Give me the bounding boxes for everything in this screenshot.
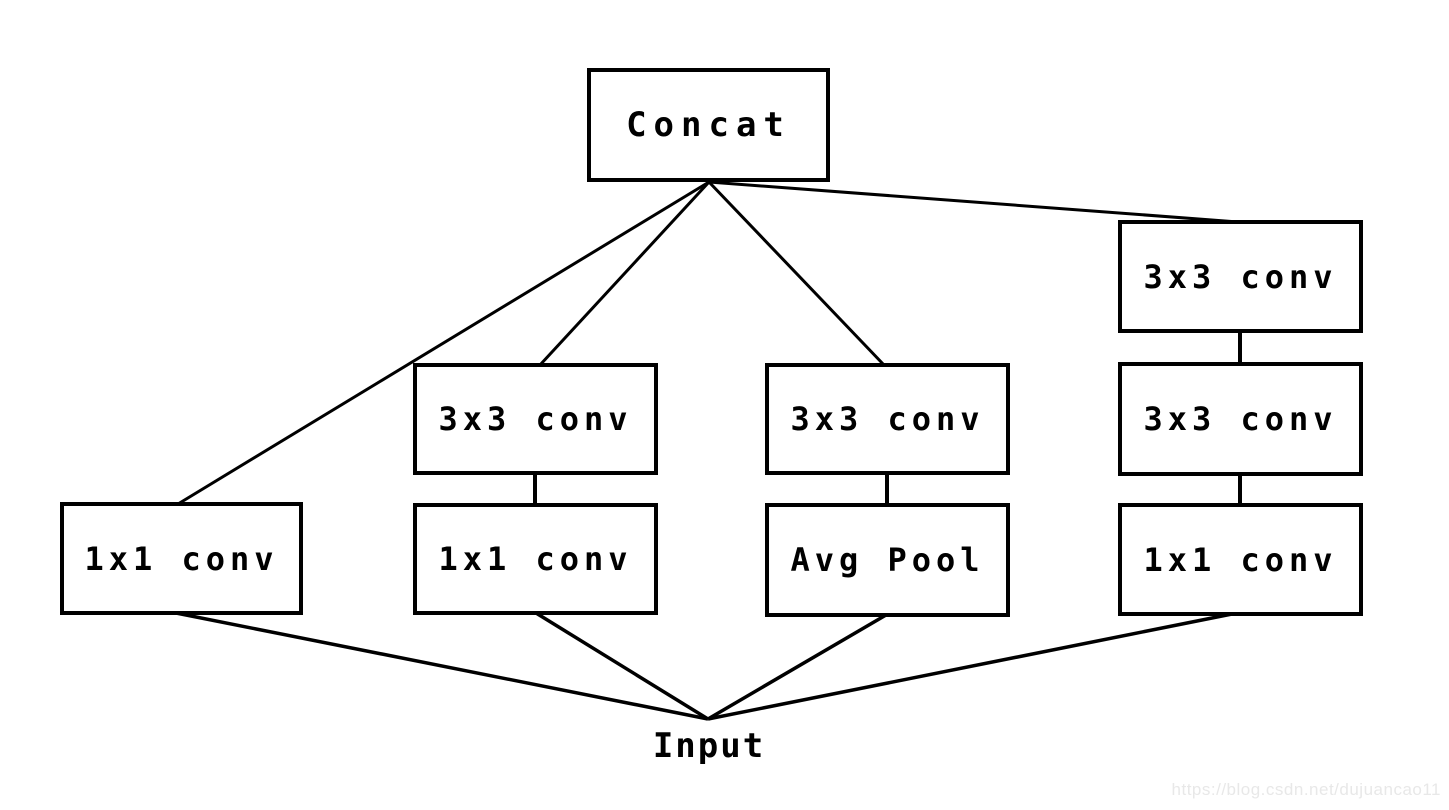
input-label: Input — [652, 726, 766, 766]
edge-concat-branch3 — [707, 180, 886, 367]
edge-branch4-input — [707, 612, 1233, 721]
node-branch4-1x1-conv: 1x1 conv — [1118, 503, 1363, 616]
node-branch3-3x3-conv: 3x3 conv — [765, 363, 1010, 475]
watermark-url: https://blog.csdn.net/dujuancao11 — [1171, 780, 1441, 799]
edge-branch3-input — [707, 613, 887, 721]
node-branch2-1x1-conv: 1x1 conv — [413, 503, 658, 615]
edge-concat-branch1 — [177, 180, 710, 506]
edge-branch2-input — [535, 611, 709, 721]
node-branch4-3x3-conv-middle: 3x3 conv — [1118, 362, 1363, 476]
node-branch4-3x3-conv-top: 3x3 conv — [1118, 220, 1363, 333]
edge-branch1-input — [175, 611, 709, 721]
node-branch1-1x1-conv: 1x1 conv — [60, 502, 303, 615]
node-branch3-avg-pool: Avg Pool — [765, 503, 1010, 617]
node-branch2-3x3-conv: 3x3 conv — [413, 363, 658, 475]
edge-concat-branch2 — [538, 180, 711, 367]
node-concat: Concat — [587, 68, 830, 182]
edge-concat-branch4 — [708, 180, 1239, 224]
